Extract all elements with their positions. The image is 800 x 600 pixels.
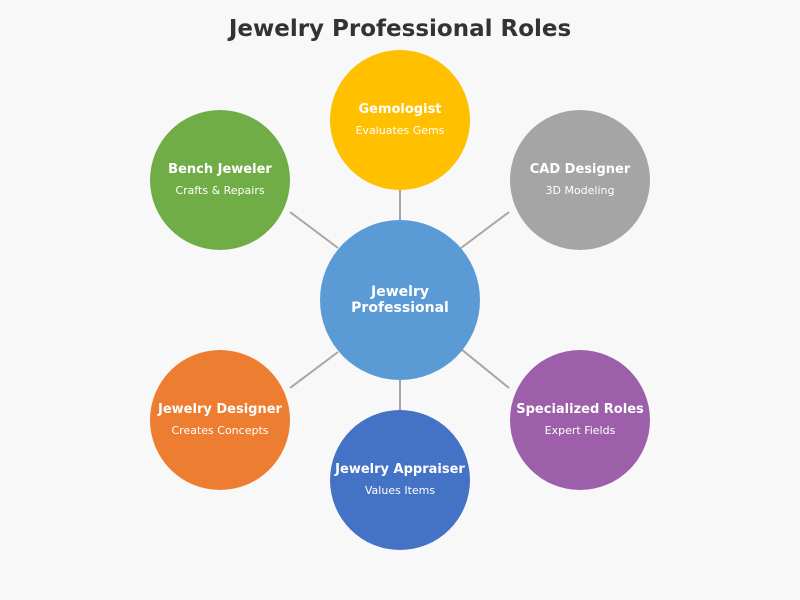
role-title: Jewelry Appraiser: [335, 462, 465, 477]
role-node-gemologist: Gemologist Evaluates Gems: [330, 50, 470, 190]
connector-bench-jeweler: [289, 211, 339, 249]
center-title: Jewelry Professional: [351, 284, 449, 316]
role-title: Jewelry Designer: [158, 402, 282, 417]
role-subtitle: Creates Concepts: [171, 424, 269, 437]
role-subtitle: Evaluates Gems: [355, 124, 445, 137]
role-node-cad-designer: CAD Designer 3D Modeling: [510, 110, 650, 250]
role-subtitle: 3D Modeling: [545, 184, 615, 197]
role-title: Specialized Roles: [516, 402, 644, 417]
role-subtitle: Values Items: [364, 484, 436, 497]
role-title: Bench Jeweler: [168, 162, 272, 177]
role-node-specialized-roles: Specialized Roles Expert Fields: [510, 350, 650, 490]
role-node-jewelry-appraiser: Jewelry Appraiser Values Items: [330, 410, 470, 550]
role-subtitle: Expert Fields: [544, 424, 616, 437]
diagram-title: Jewelry Professional Roles: [228, 16, 572, 42]
connector-cad-designer: [460, 211, 510, 249]
connector-jewelry-designer: [289, 351, 339, 389]
connector-specialized-roles: [460, 348, 510, 389]
role-title: Gemologist: [358, 102, 442, 117]
role-subtitle: Crafts & Repairs: [175, 184, 265, 197]
role-title: CAD Designer: [529, 162, 631, 177]
role-node-jewelry-designer: Jewelry Designer Creates Concepts: [150, 350, 290, 490]
role-node-bench-jeweler: Bench Jeweler Crafts & Repairs: [150, 110, 290, 250]
center-node-jewelry-professional: Jewelry Professional: [320, 220, 480, 380]
